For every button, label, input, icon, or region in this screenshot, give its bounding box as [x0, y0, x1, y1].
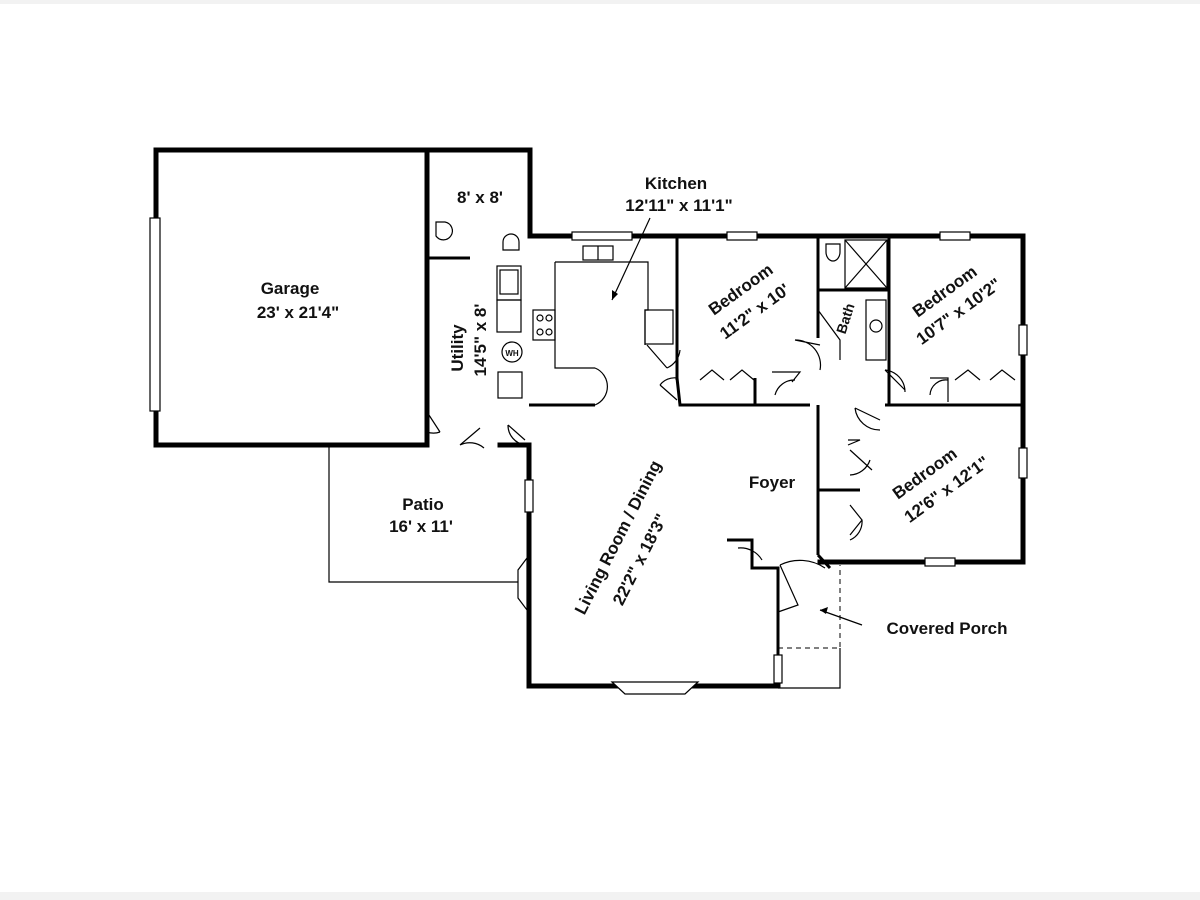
- water-heater-label: WH: [505, 349, 519, 358]
- storage-dims: 8' x 8': [457, 188, 503, 207]
- toilet-icon: [825, 243, 841, 262]
- utility-name: Utility: [448, 324, 467, 372]
- patio-name: Patio: [402, 495, 444, 514]
- kitchen-dims: 12'11" x 11'1": [625, 196, 732, 215]
- kitchen-name: Kitchen: [645, 174, 707, 193]
- porch-name: Covered Porch: [887, 619, 1008, 638]
- kitchen-fixtures: [532, 245, 674, 406]
- doors: [426, 309, 1016, 613]
- water-heater-icon: [501, 341, 523, 363]
- bottom-border-strip: [0, 892, 1200, 900]
- interior-walls: [427, 236, 1023, 686]
- top-border-strip: [0, 0, 1200, 4]
- foyer-name: Foyer: [749, 473, 796, 492]
- patio-area: [328, 447, 527, 583]
- sink-icon: [869, 319, 883, 333]
- patio-dims: 16' x 11': [389, 517, 453, 536]
- garage-name: Garage: [261, 279, 320, 298]
- bath-fixtures: [435, 221, 888, 361]
- utility-dims: 14'5" x 8': [471, 304, 490, 377]
- toilet-icon: [435, 221, 453, 241]
- arrows: [611, 217, 863, 626]
- utility-fixtures: WH: [496, 233, 523, 399]
- bath-name: Bath: [833, 301, 858, 336]
- windows: [149, 217, 1028, 695]
- porch-outline: [778, 565, 841, 689]
- garage-dims: 23' x 21'4": [257, 303, 339, 322]
